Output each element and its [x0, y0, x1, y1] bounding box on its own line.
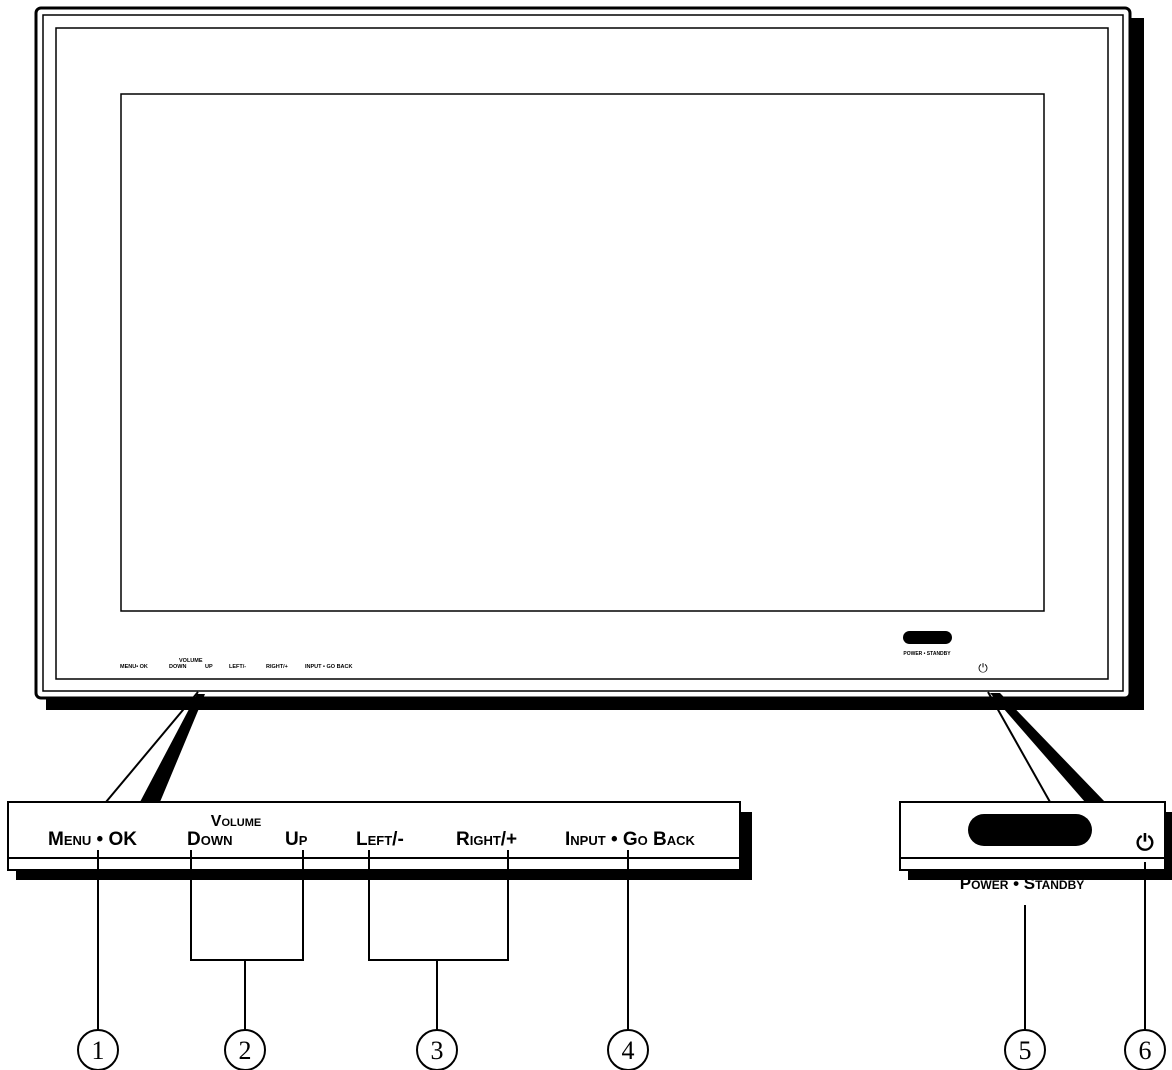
callout-3: 3	[416, 1029, 458, 1070]
callout-6-number: 6	[1139, 1036, 1152, 1065]
tv-inner-bezel	[42, 14, 1124, 692]
callout-5: 5	[1004, 1029, 1046, 1070]
callout-1: 1	[77, 1029, 119, 1070]
input-go-back-label: Input • Go Back	[565, 829, 696, 850]
volume-down-label: Down	[187, 829, 233, 850]
menu-ok-label: Menu • OK	[48, 829, 137, 850]
zoom-wedge-right	[987, 691, 1105, 803]
power-standby-label: Power • Standby	[960, 874, 1085, 893]
tv-set: MENU• OK VOLUME DOWN UP LEFT/- RIGHT/+ I…	[34, 6, 1144, 710]
leader-3-bracket	[368, 850, 509, 961]
callout-1-number: 1	[92, 1036, 105, 1065]
callout-5-number: 5	[1019, 1036, 1032, 1065]
callout-6: 6	[1124, 1029, 1166, 1070]
bezel-volume-label: VOLUME	[179, 658, 203, 664]
bezel-right-label: RIGHT/+	[266, 664, 288, 670]
callout-2-number: 2	[239, 1036, 252, 1065]
bezel-power-icon: ⏻	[978, 661, 988, 675]
volume-up-label: Up	[285, 829, 308, 850]
callout-3-number: 3	[431, 1036, 444, 1065]
leader-lines	[97, 850, 1146, 1030]
tv-bezel-edge	[55, 27, 1109, 680]
right-plus-label: Right/+	[456, 829, 517, 850]
left-panel-face	[7, 801, 741, 859]
leader-2-bracket	[190, 850, 304, 961]
bezel-input-go-back-label: INPUT • GO BACK	[305, 664, 352, 670]
volume-label: Volume	[211, 813, 261, 830]
callout-2: 2	[224, 1029, 266, 1070]
sensor-window	[968, 814, 1092, 846]
bezel-menu-ok-label: MENU• OK	[120, 664, 148, 670]
left-control-panel: Menu • OK Volume Down Up Left/- Right/+ …	[7, 801, 752, 880]
bezel-sensor-window	[903, 631, 952, 644]
bezel-left-label: LEFT/-	[229, 664, 246, 670]
bezel-down-label: DOWN	[169, 664, 186, 670]
bezel-up-label: UP	[205, 664, 213, 670]
right-control-panel: Power • Standby ⏻	[899, 801, 1172, 893]
power-icon: ⏻	[1136, 831, 1154, 856]
callout-4-number: 4	[622, 1036, 635, 1065]
zoom-wedge-left	[105, 691, 205, 803]
bezel-power-standby-label: POWER • STANDBY	[903, 651, 951, 657]
left-minus-label: Left/-	[356, 829, 404, 850]
callout-4: 4	[607, 1029, 649, 1070]
tv-screen	[120, 93, 1045, 612]
